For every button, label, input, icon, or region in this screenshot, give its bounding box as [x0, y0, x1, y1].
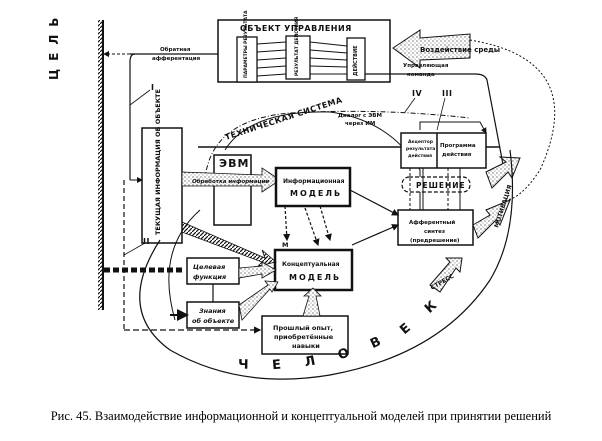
svg-text:ЦЕЛЬ: ЦЕЛЬ — [47, 10, 61, 80]
object-knowledge-box: Знания об объекте — [170, 280, 279, 329]
control-object-title: ОБЪЕКТ УПРАВЛЕНИЯ — [240, 24, 352, 33]
svg-text:ТЕКУЩАЯ ИНФОРМАЦИЯ ОБ ОБЪЕКТЕ: ТЕКУЩАЯ ИНФОРМАЦИЯ ОБ ОБЪЕКТЕ — [154, 89, 162, 235]
roman-3: III — [442, 89, 452, 98]
feedback-afferentation: Обратная афферентация I — [103, 46, 218, 180]
past-experience-box: Прошлый опыт, приобретённые навыки — [261, 287, 349, 355]
svg-text:приобретённые: приобретённые — [274, 333, 334, 341]
svg-text:РЕЗУЛЬТАТ ДЕЙСТВИЯ: РЕЗУЛЬТАТ ДЕЙСТВИЯ — [292, 16, 300, 76]
svg-text:Управляющая: Управляющая — [403, 63, 449, 69]
information-model-box: Информационная МОДЕЛЬ — [274, 166, 352, 208]
svg-text:функция: функция — [193, 273, 226, 281]
motivation-arrow: МОТИВАЦИЯ — [472, 156, 521, 239]
svg-text:(предрешение): (предрешение) — [410, 238, 460, 244]
control-object-box: ОБЪЕКТ УПРАВЛЕНИЯ ПАРАМЕТРЫ РЕЗУЛЬТАТА Р… — [217, 10, 391, 83]
afferent-synthesis-box: Афферентный синтез (предрешение) — [349, 189, 474, 246]
roman-1: I — [151, 83, 154, 92]
control-command: Управляющая команда IV III — [365, 63, 506, 176]
svg-text:ЭВМ: ЭВМ — [219, 157, 249, 170]
goal-function-box: Целевая функция — [186, 257, 277, 302]
environment-influence: Воздействие среды — [392, 29, 556, 201]
svg-text:Знания: Знания — [199, 307, 226, 315]
acceptor-program-box: Акцептор результата действия Программа д… — [400, 121, 487, 169]
svg-text:МОДЕЛЬ: МОДЕЛЬ — [290, 189, 342, 198]
svg-text:МОДЕЛЬ: МОДЕЛЬ — [289, 273, 341, 282]
decision-box: РЕШЕНИЕ — [401, 168, 471, 210]
svg-text:ДЕЙСТВИЕ: ДЕЙСТВИЕ — [351, 45, 359, 76]
computer-box: ЭВМ Обработка информации — [181, 154, 281, 226]
roman-2: II — [143, 237, 150, 246]
svg-text:Воздействие среды: Воздействие среды — [420, 46, 500, 54]
goal-label: ЦЕЛЬ — [47, 10, 61, 80]
figure-caption: Рис. 45. Взаимодействие информационной и… — [50, 409, 552, 423]
current-info-box: ТЕКУЩАЯ ИНФОРМАЦИЯ ОБ ОБЪЕКТЕ — [130, 89, 183, 244]
svg-text:Акцептор: Акцептор — [408, 139, 434, 145]
info-to-concept-arrows: М — [282, 205, 332, 249]
svg-text:действия: действия — [408, 152, 432, 159]
svg-text:навыки: навыки — [292, 342, 320, 350]
svg-text:Диалог с ЭВМ: Диалог с ЭВМ — [338, 113, 382, 119]
svg-text:афферентация: афферентация — [152, 55, 201, 62]
svg-text:М: М — [282, 241, 288, 249]
goal-wall — [98, 20, 104, 310]
svg-text:об объекте: об объекте — [192, 317, 235, 325]
svg-text:Программа: Программа — [440, 143, 476, 149]
svg-text:действия: действия — [442, 151, 472, 158]
svg-text:Целевая: Целевая — [193, 263, 225, 271]
svg-text:ТЕХНИЧЕСКАЯ СИСТЕМА: ТЕХНИЧЕСКАЯ СИСТЕМА — [224, 95, 344, 142]
svg-text:команда: команда — [407, 72, 435, 78]
svg-text:Прошлый опыт,: Прошлый опыт, — [273, 324, 333, 332]
svg-text:результата: результата — [406, 147, 435, 152]
svg-text:Афферентный: Афферентный — [409, 219, 455, 226]
svg-text:Концептуальная: Концептуальная — [282, 261, 340, 268]
conceptual-model-box: Концептуальная МОДЕЛЬ — [181, 221, 354, 292]
svg-text:через ИМ: через ИМ — [345, 121, 375, 127]
svg-text:Обработка информации: Обработка информации — [192, 178, 269, 185]
svg-text:РЕШЕНИЕ: РЕШЕНИЕ — [416, 181, 466, 190]
svg-text:Информационная: Информационная — [283, 178, 345, 185]
svg-text:синтез: синтез — [424, 229, 445, 235]
svg-text:Обратная: Обратная — [160, 46, 191, 53]
roman-4: IV — [412, 89, 422, 98]
svg-text:ПАРАМЕТРЫ РЕЗУЛЬТАТА: ПАРАМЕТРЫ РЕЗУЛЬТАТА — [243, 10, 249, 78]
